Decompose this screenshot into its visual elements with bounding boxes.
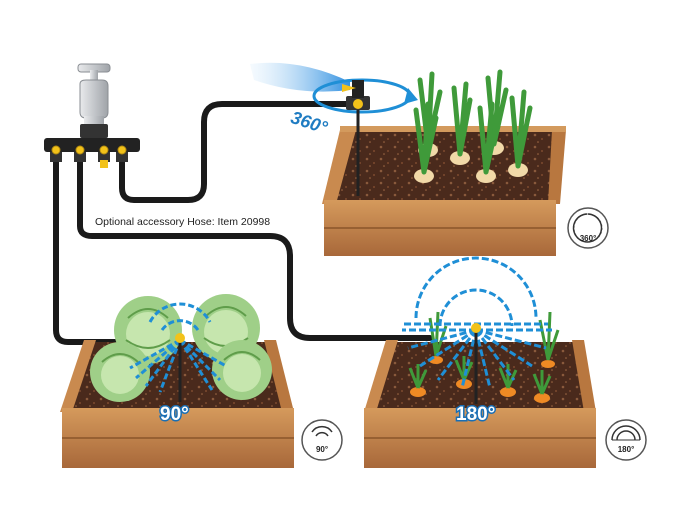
valve-handle-4 [117,145,127,155]
carrot-plant-3 [498,364,518,397]
valve-handle-1 [51,145,61,155]
badge-90: 90° [301,419,343,461]
water-tap [77,63,111,138]
cabbage-plant-3 [90,342,150,402]
onion-plants [413,69,533,183]
hose-caption: Optional accessory Hose: Item 20998 [95,216,270,228]
hose-network [53,101,433,345]
badge-360: 360° [567,207,609,249]
badge-360-label: 360° [580,234,597,243]
onion-plant-6 [476,101,501,183]
sprinkler-360: 360° [250,62,418,196]
carrot-plant-5 [538,311,560,368]
sprinkler-90-angle-label: 90° [160,404,189,425]
sprinkler-90: 90° [129,302,227,427]
onion-plant-4 [508,89,533,177]
cabbage-plant-4 [212,340,272,400]
hose-to-360-sprinkler [119,101,359,203]
four-way-manifold [44,138,140,168]
sprinkler-360-angle-label: 360° [288,107,330,138]
carrot-plant-1 [408,364,428,397]
onion-plant-2 [450,81,473,165]
valve-handle-3 [99,145,109,155]
sprinkler-180-angle-label: 180° [456,404,495,425]
carrot-bed-soil [368,342,590,410]
carrot-plant-4 [532,370,552,403]
cabbage-plants [90,294,272,402]
spray-360-plume [250,62,350,92]
valve-handle-2 [75,145,85,155]
badge-180: 180° [605,419,647,461]
spray-180-fan [402,256,552,389]
onion-plant-5 [413,101,439,183]
sprinkler-180: 180° [402,256,552,427]
hose-to-180-sprinkler [77,157,433,341]
hose-to-90-sprinkler [53,157,173,345]
carrot-plant-2 [454,356,474,389]
badge-180-label: 180° [618,445,635,454]
carrot-plants [408,311,560,403]
spray-90-fan [129,302,227,393]
badge-90-label: 90° [316,445,328,454]
